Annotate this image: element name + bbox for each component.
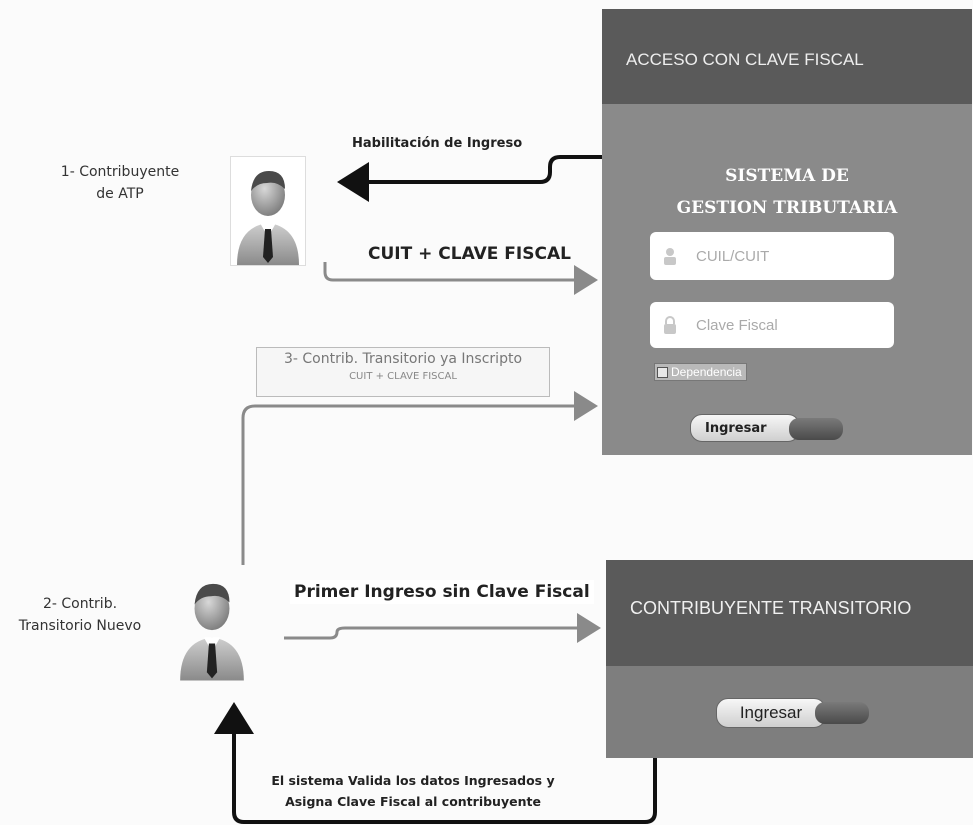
actor-atp-line2: de ATP: [96, 186, 144, 202]
actor-new-line1: 2- Contrib.: [42, 596, 118, 612]
user-avatar-icon: [230, 156, 306, 266]
user-avatar-icon: [174, 566, 250, 681]
transitorio-panel-header: CONTRIBUYENTE TRANSITORIO: [606, 560, 973, 666]
cuit-input[interactable]: CUIL/CUIT: [650, 232, 894, 280]
padlock-icon: [662, 316, 678, 334]
login-panel-header: ACCESO CON CLAVE FISCAL: [602, 9, 972, 104]
cuit-placeholder: CUIL/CUIT: [696, 247, 770, 265]
label-valida-line2: Asigna Clave Fiscal al contribuyente: [285, 794, 541, 809]
actor-atp-label: 1- Contribuyente de ATP: [30, 161, 210, 205]
login-ingresar-label: Ingresar: [705, 420, 767, 436]
label-cuit-clave: CUIT + CLAVE FISCAL: [368, 244, 571, 264]
checkbox-icon: [657, 366, 668, 378]
button-tail-icon: [789, 418, 843, 440]
dependencia-checkbox[interactable]: Dependencia: [654, 363, 747, 381]
login-panel: ACCESO CON CLAVE FISCAL SISTEMA DE GESTI…: [602, 9, 972, 455]
label-primer-ingreso: Primer Ingreso sin Clave Fiscal: [290, 580, 594, 604]
button-tail-icon: [815, 702, 869, 724]
transitorio-ingresar-button[interactable]: Ingresar: [716, 698, 869, 728]
arrow-primer-ingreso: [284, 613, 601, 643]
arrow-cuit-clave: [323, 262, 598, 295]
login-title-line1: SISTEMA DE: [725, 166, 849, 186]
actor-new-label: 2- Contrib. Transitorio Nuevo: [0, 593, 160, 637]
transitorio-ingresar-label: Ingresar: [739, 703, 803, 722]
label-transitorio-inscripto-line2: CUIT + CLAVE FISCAL: [349, 371, 457, 382]
label-habilitacion: Habilitación de Ingreso: [352, 136, 523, 151]
clave-input[interactable]: Clave Fiscal: [650, 302, 894, 348]
label-valida-line1: El sistema Valida los datos Ingresados y: [271, 773, 555, 788]
actor-atp-line1: 1- Contribuyente: [60, 164, 180, 180]
label-valida: El sistema Valida los datos Ingresados y…: [248, 770, 578, 812]
login-title-line2: GESTION TRIBUTARIA: [676, 198, 898, 218]
user-lock-icon: [662, 247, 678, 265]
arrow-habilitacion: [337, 155, 603, 202]
dependencia-label: Dependencia: [671, 365, 742, 379]
arrow-transitorio-inscripto: [241, 391, 598, 565]
arrow-valida: [214, 702, 657, 824]
label-transitorio-inscripto: 3- Contrib. Transitorio ya Inscripto CUI…: [256, 347, 550, 397]
transitorio-panel: CONTRIBUYENTE TRANSITORIO Ingresar: [606, 560, 973, 758]
actor-new-line2: Transitorio Nuevo: [18, 618, 142, 634]
clave-placeholder: Clave Fiscal: [696, 316, 778, 334]
login-ingresar-button[interactable]: Ingresar: [690, 414, 843, 442]
label-transitorio-inscripto-line1: 3- Contrib. Transitorio ya Inscripto: [283, 351, 523, 367]
login-panel-title: SISTEMA DE GESTION TRIBUTARIA: [602, 160, 972, 224]
